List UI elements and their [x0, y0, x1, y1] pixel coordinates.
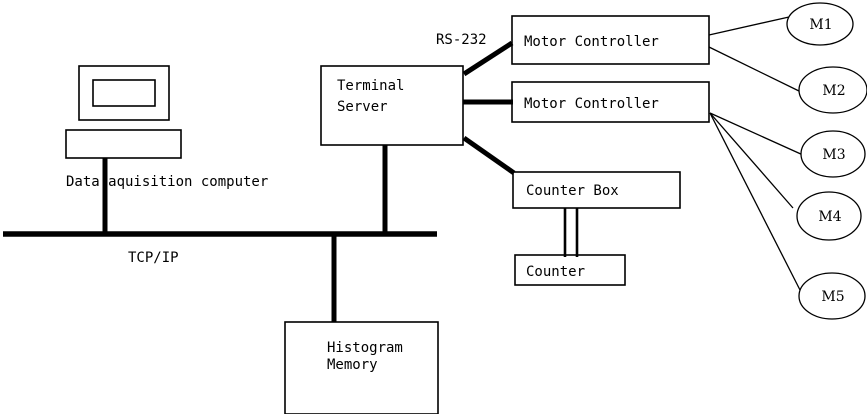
- motor-link-m4: [709, 112, 794, 209]
- data-acquisition-computer-label: Data aquisition computer: [66, 174, 268, 190]
- computer-chassis-icon: [65, 129, 182, 159]
- motor-link-m2: [708, 46, 802, 93]
- histogram-memory-label-line1: Histogram: [327, 340, 403, 356]
- motor-m5-node[interactable]: [798, 272, 866, 320]
- crt-screen-icon: [92, 79, 156, 107]
- motor-m4-label: M4: [818, 209, 841, 225]
- terminal-server-label-line1: Terminal: [337, 78, 404, 94]
- serial-link-to-counter-box: [462, 135, 516, 176]
- tcpip-link-label: TCP/IP: [128, 250, 179, 266]
- terminal-server-label-line2: Server: [337, 99, 388, 115]
- terminal-server-box[interactable]: [320, 65, 464, 146]
- counter-box-label: Counter Box: [526, 183, 619, 199]
- histogram-memory-box[interactable]: [284, 321, 439, 414]
- motor-m2-label: M2: [822, 83, 845, 99]
- counter-box[interactable]: [514, 254, 626, 286]
- motor-link-m5: [709, 112, 801, 291]
- motor-m1-node[interactable]: [786, 2, 854, 46]
- motor-controller-1-box[interactable]: [511, 15, 710, 65]
- motor-link-m3: [709, 112, 804, 156]
- counter-box-box[interactable]: [512, 171, 681, 209]
- motor-m5-label: M5: [821, 289, 844, 305]
- histogram-memory-label-line2: Memory: [327, 357, 378, 373]
- rs232-link-label: RS-232: [436, 32, 487, 48]
- motor-m2-node[interactable]: [798, 66, 867, 114]
- serial-link-to-motor-controller-1: [462, 40, 514, 77]
- motor-m1-label: M1: [809, 17, 832, 33]
- motor-m3-node[interactable]: [800, 130, 866, 178]
- motor-controller-1-label: Motor Controller: [524, 34, 659, 50]
- motor-link-m1: [708, 16, 790, 36]
- motor-m3-label: M3: [822, 147, 845, 163]
- motor-controller-2-label: Motor Controller: [524, 96, 659, 112]
- motor-m4-node[interactable]: [796, 191, 862, 241]
- counter-label: Counter: [526, 264, 585, 280]
